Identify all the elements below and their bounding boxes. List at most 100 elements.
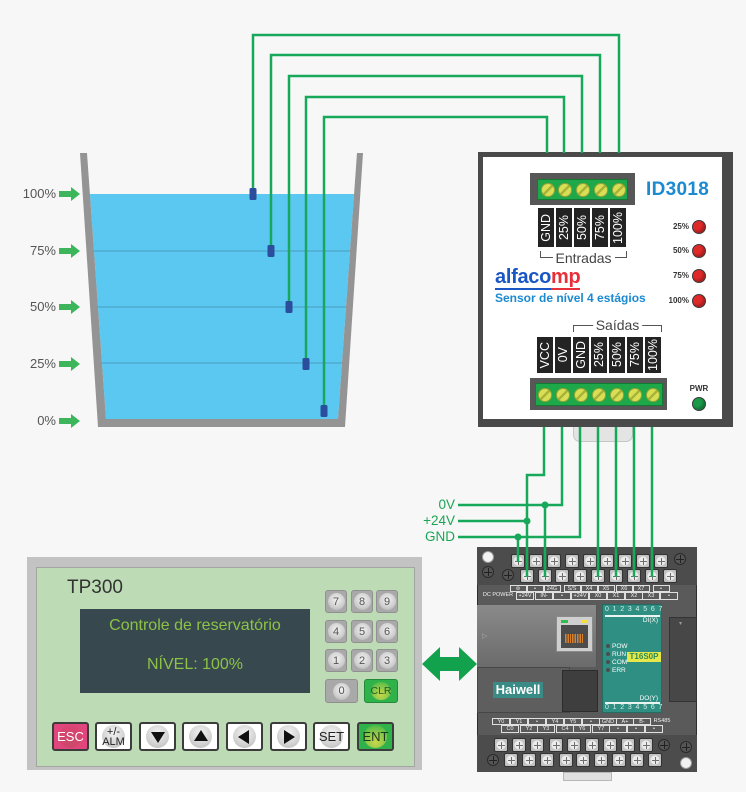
plc-terminal-label: Y2 xyxy=(520,725,538,733)
plc-terminal-screw[interactable] xyxy=(512,738,526,752)
brand-logo: alfacomp xyxy=(495,266,581,290)
plc-terminal-screw[interactable] xyxy=(504,753,518,767)
plc-terminal-screw[interactable] xyxy=(639,738,653,752)
plc-terminal-screw[interactable] xyxy=(529,554,543,568)
output-terminal-block xyxy=(530,378,667,410)
level-marker-75: 75% xyxy=(0,243,84,259)
mounting-hole-icon xyxy=(680,757,692,769)
key-0[interactable]: 0 xyxy=(325,679,358,703)
key-2[interactable]: 2 xyxy=(351,649,373,672)
plc-terminal-screw[interactable] xyxy=(565,554,579,568)
output-terminal-tag: 50% xyxy=(609,337,625,373)
set-key[interactable]: SET xyxy=(313,722,350,751)
plc-terminal-screw[interactable] xyxy=(494,738,508,752)
divider xyxy=(605,702,660,704)
plc-terminal-screw[interactable] xyxy=(621,738,635,752)
led-25-indicator xyxy=(692,220,706,234)
terminal-tag-text: 25% xyxy=(592,342,606,368)
plc-terminal-screw[interactable] xyxy=(576,753,590,767)
plc-terminal-screw[interactable] xyxy=(612,753,626,767)
key-label-top: +/- xyxy=(106,725,121,738)
key-1[interactable]: 1 xyxy=(325,649,347,672)
terminal-tag-text: 0V xyxy=(556,347,570,363)
plc-terminal-screw[interactable] xyxy=(591,569,605,583)
key-7[interactable]: 7 xyxy=(325,590,347,613)
terminal-tag-text: 100% xyxy=(611,211,625,244)
plc-terminal-screw[interactable] xyxy=(627,569,641,583)
level-marker-0: 0% xyxy=(0,413,84,429)
plc-terminal-label: C0 xyxy=(501,725,519,733)
plc-terminal-screw[interactable] xyxy=(547,554,561,568)
clear-key[interactable]: CLR xyxy=(364,679,398,703)
output-label: DO(Y) xyxy=(639,695,658,702)
terminal-screw-icon xyxy=(646,388,660,402)
plc-terminal-screw[interactable] xyxy=(663,569,677,583)
inputs-label: Entradas xyxy=(552,250,615,266)
key-3[interactable]: 3 xyxy=(376,649,398,672)
plc-terminal-screw[interactable] xyxy=(600,554,614,568)
terminal-screw-icon xyxy=(612,183,626,197)
plc-terminal-label: Y3 xyxy=(537,725,555,733)
plc-terminal-screw[interactable] xyxy=(609,569,623,583)
down-key[interactable] xyxy=(139,722,176,751)
ethernet-port[interactable] xyxy=(556,616,593,652)
mounting-hole-icon xyxy=(482,551,494,563)
key-label: ENT xyxy=(362,729,389,744)
key-label: ESC xyxy=(57,729,84,744)
plc-terminal-screw[interactable] xyxy=(585,738,599,752)
input-label: DI(X) xyxy=(642,617,658,624)
level-marker-label: 0% xyxy=(37,413,56,428)
key-cap xyxy=(320,725,343,748)
plc-terminal-label: X4 xyxy=(580,585,598,592)
plc-status-panel: 0 1 2 3 4 5 6 7 DI(X) POW RUN COM ERR T1… xyxy=(602,604,662,713)
right-key[interactable] xyxy=(270,722,307,751)
key-6[interactable]: 6 xyxy=(376,620,398,643)
plc-terminal-screw[interactable] xyxy=(549,738,563,752)
plc-terminal-screw[interactable] xyxy=(636,554,650,568)
plc-terminal-screw[interactable] xyxy=(618,554,632,568)
terminal-tag-text: VCC xyxy=(538,341,552,369)
plc-terminal-label: B- xyxy=(633,718,651,725)
plc-terminal-screw[interactable] xyxy=(530,738,544,752)
plc-terminal-screw[interactable] xyxy=(630,753,644,767)
alm-key[interactable]: +/-ALM xyxy=(95,722,132,751)
plc-terminal-screw[interactable] xyxy=(540,753,554,767)
up-key[interactable] xyxy=(182,722,219,751)
plc-terminal-screw[interactable] xyxy=(522,753,536,767)
plc-terminal-screw[interactable] xyxy=(648,753,662,767)
plc-terminal-screw[interactable] xyxy=(520,569,534,583)
left-key[interactable] xyxy=(226,722,263,751)
down-arrow-icon xyxy=(150,732,165,743)
plc-terminal-screw[interactable] xyxy=(645,569,659,583)
plc-terminal-screw[interactable] xyxy=(555,569,569,583)
plc-terminal-screw[interactable] xyxy=(594,753,608,767)
led-label: 50% xyxy=(672,246,689,255)
plc-terminal-screw[interactable] xyxy=(538,569,552,583)
plc-terminal-screw[interactable] xyxy=(603,738,617,752)
terminal-screw-icon xyxy=(610,388,624,402)
brand-logo-part2: mp xyxy=(551,266,581,290)
terminal-screw-icon xyxy=(576,183,590,197)
key-9[interactable]: 9 xyxy=(376,590,398,613)
plc-terminal-label: X2 xyxy=(625,592,643,600)
input-terminal-tag: 75% xyxy=(592,208,608,247)
plc-terminal-screw[interactable] xyxy=(583,554,597,568)
key-5[interactable]: 5 xyxy=(351,620,373,643)
plc-terminal-label: X1 xyxy=(607,592,625,600)
plc-terminal-screw[interactable] xyxy=(559,753,573,767)
arrow-right-icon xyxy=(59,357,80,371)
terminal-screw-icon xyxy=(541,183,555,197)
plc-expansion-slot xyxy=(562,670,598,712)
plc-terminal-label: • xyxy=(645,725,663,733)
key-4[interactable]: 4 xyxy=(325,620,347,643)
key-8[interactable]: 8 xyxy=(351,590,373,613)
plc-terminal-screw[interactable] xyxy=(573,569,587,583)
plc-terminal-screw[interactable] xyxy=(567,738,581,752)
sensor-description: Sensor de nível 4 estágios xyxy=(495,291,646,305)
plc-terminal-screw[interactable] xyxy=(511,554,525,568)
plc-terminal-screw[interactable] xyxy=(654,554,668,568)
esc-key[interactable]: ESC xyxy=(52,722,89,751)
mounting-screw-icon xyxy=(502,569,514,581)
plc-terminal-label: +24V xyxy=(571,592,589,600)
ent-key[interactable]: ENT xyxy=(357,722,394,751)
